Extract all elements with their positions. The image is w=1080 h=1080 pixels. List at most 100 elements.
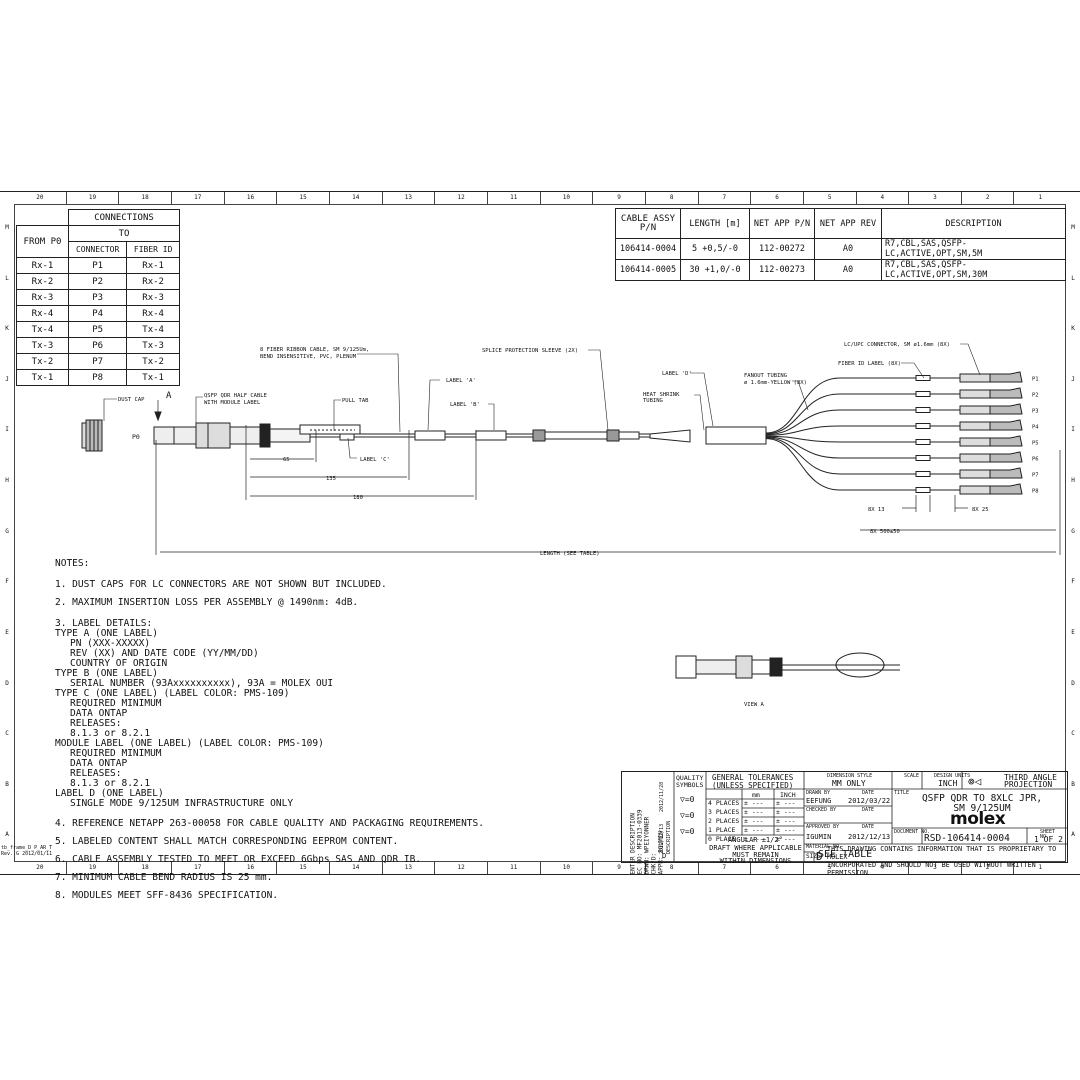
lc-connectors [959, 371, 1023, 495]
checked-by-label: CHECKED BY [806, 807, 837, 813]
dim-length: LENGTH (SEE TABLE) [540, 551, 600, 557]
scale-label: SCALE [904, 773, 920, 779]
title-line: QSFP QDR TO 8XLC JPR, [921, 793, 1043, 804]
row-letter: C [1071, 730, 1075, 738]
lc-connector-head [989, 403, 1023, 415]
zone-number: 1 [1038, 194, 1043, 201]
zone-number: 1 [1038, 864, 1043, 871]
connection-cell: P8 [67, 369, 128, 386]
zone-number: 2 [962, 192, 1015, 204]
rev-date-1: 2012/11/28 [659, 781, 665, 812]
note-7: 7. MINIMUM CABLE BEND RADIUS IS 25 mm. [55, 872, 273, 883]
note-3-line: SERIAL NUMBER (93Axxxxxxxxxx), 93A = MOL… [70, 678, 334, 689]
zone-number: 20 [14, 862, 67, 874]
note-4: 4. REFERENCE NETAPP 263-00058 FOR CABLE … [55, 818, 484, 829]
label-c-shape [339, 433, 355, 441]
zone-number: 5 [804, 192, 857, 204]
callout-pull-tab: PULL TAB [342, 398, 369, 404]
proprietary-line: THIS DRAWING CONTAINS INFORMATION THAT I… [827, 845, 1057, 861]
zone-number: 3 [909, 862, 962, 874]
hdr-description: DESCRIPTION [881, 208, 1066, 239]
note-3-line: 8.1.3 or 8.2.1 [70, 778, 151, 789]
zone-number: 16 [225, 192, 278, 204]
note-3-line: DATA ONTAP [70, 758, 128, 769]
fanout-tube [765, 409, 960, 436]
date-label: DATE [862, 807, 875, 813]
projection-line: THIRD ANGLE [1004, 773, 1057, 782]
view-a-arrow-label: A [166, 391, 172, 401]
port-label: P2 [1032, 393, 1039, 399]
tolerance-value: ± --- [744, 817, 764, 825]
zone-number: 14 [330, 862, 383, 874]
fanout-tube [765, 438, 960, 491]
cable-assy-table: CABLE ASSY P/N LENGTH [m] NET APP P/N NE… [615, 208, 1066, 281]
note-3-line: REV (XX) AND DATE CODE (YY/MM/DD) [70, 648, 259, 659]
draft-line: MUST REMAIN [732, 850, 779, 859]
tolerance-row-label: 0 PLACE [708, 835, 736, 843]
note-3-line: TYPE C (ONE LABEL) (LABEL COLOR: PMS-109… [55, 688, 290, 699]
port-label: P7 [1032, 473, 1039, 479]
callout-qsfp-2: WITH MODULE LABEL [204, 400, 261, 406]
dim-style-label: DIMENSION STYLE [827, 773, 873, 779]
approved-by: IGUMIN [806, 833, 832, 841]
draft-line: DRAFT WHERE APPLICABLE [709, 844, 802, 852]
general-tolerances: GENERAL TOLERANCES [712, 773, 794, 782]
zone-number: 13 [383, 862, 436, 874]
note-3-line: DATA ONTAP [70, 708, 128, 719]
sheet-number: 1 OF 2 [1034, 835, 1063, 844]
material: SEE TABLE [818, 849, 873, 860]
fiber-id-label-shape [915, 375, 931, 381]
zone-number: 3 [909, 192, 962, 204]
fiber-id-label-shape [915, 439, 931, 445]
drawn-date: 2012/03/22 [848, 797, 891, 805]
rev-date-2: 2012/12/13 [659, 823, 665, 854]
fanout-tube [765, 425, 960, 436]
notes: NOTES: 1. DUST CAPS FOR LC CONNECTORS AR… [55, 559, 615, 909]
draft-note: DRAFT WHERE APPLICABLE MUST REMAIN WITHI… [708, 845, 803, 865]
rev-letter: D [662, 852, 667, 860]
title-line: SM 9/125UM [953, 803, 1011, 814]
callout-ribbon: 8 FIBER RIBBON CABLE, SM 9/125Um, [260, 347, 369, 353]
rev-side-desc: DESCRIPTION [666, 820, 672, 854]
fiber-id-header: FIBER ID [126, 241, 180, 258]
dim-180: 180 [353, 495, 363, 501]
lc-connector-shape [959, 373, 991, 383]
callout-qsfp: QSFP QDR HALF CABLE [204, 393, 267, 399]
note-3-line: RELEASES: [70, 718, 122, 729]
design-units: INCH [938, 779, 958, 788]
note-1: 1. DUST CAPS FOR LC CONNECTORS ARE NOT S… [55, 579, 387, 590]
row-letter: A [1071, 831, 1075, 839]
tolerance-row-label: 4 PLACES [708, 799, 740, 807]
dim-13: 8X 13 [868, 507, 885, 513]
tolerance-value: ± --- [776, 808, 796, 816]
dim-style: MM ONLY [832, 779, 866, 788]
row-letter: C [5, 730, 9, 738]
projection-icon: ⊚◁ [968, 775, 982, 788]
fanout-tube [765, 435, 960, 443]
document-number: RSD-106414-0004 [924, 833, 1010, 844]
note-3-line: REQUIRED MINIMUM [70, 698, 162, 709]
lc-connector-head [989, 419, 1023, 431]
zone-number: 14 [330, 192, 383, 204]
tolerance-value: ± --- [744, 808, 764, 816]
port-label: P8 [1032, 489, 1039, 495]
note-6: 6. CABLE ASSEMBLY TESTED TO MEET OR EXCE… [55, 854, 422, 865]
proprietary-notice: THIS DRAWING CONTAINS INFORMATION THAT I… [827, 845, 1065, 877]
fiber-id-label-shape [915, 391, 931, 397]
proprietary-line: INCORPORATED AND SHOULD NOT BE USED WITH… [827, 861, 1036, 877]
row-letter: J [5, 375, 9, 383]
row-letter: G [5, 527, 9, 535]
zone-number: 6 [751, 192, 804, 204]
zone-number: 10 [541, 192, 594, 204]
zone-number: 10 [541, 862, 594, 874]
row-letter: G [1071, 527, 1075, 535]
tolerance-value: ± --- [776, 799, 796, 807]
cable-cell: R7,CBL,SAS,QSFP-LC,ACTIVE,OPT,SM,30M [881, 259, 1066, 281]
zone-number: 20 [14, 192, 67, 204]
